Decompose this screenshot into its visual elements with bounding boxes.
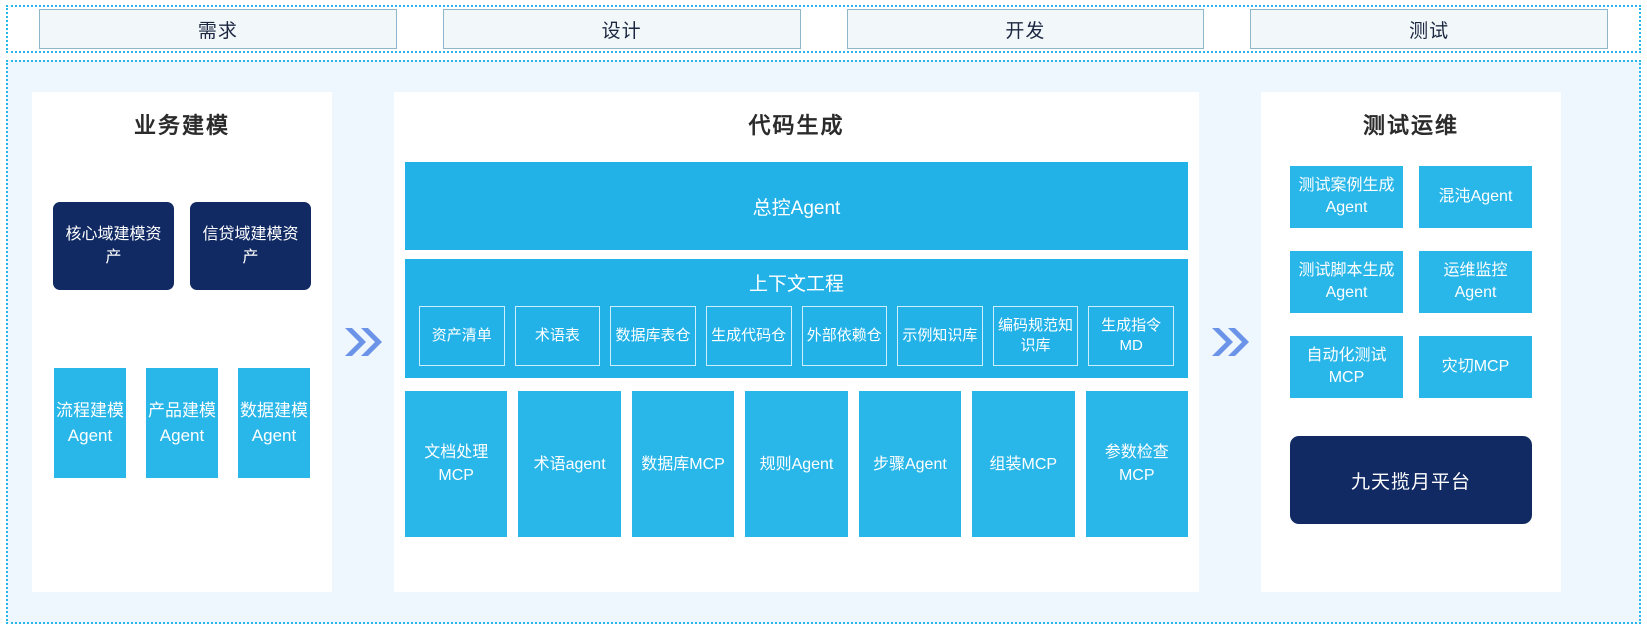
context-items: 资产清单 术语表 数据库表仓 生成代码仓 外部依赖仓 [405,306,1188,366]
context-item-label: 外部依赖仓 [806,327,882,344]
tool-document-processing-mcp[interactable]: 文档处理MCP [405,391,508,537]
ops-automated-test-mcp[interactable]: 自动化测试MCP [1290,336,1403,398]
asset-label: 核心域建模资产 [65,226,162,266]
stage-item-design[interactable]: 设计 [442,9,801,49]
context-item-label: 编码规范知识库 [998,317,1074,354]
asset-core-domain[interactable]: 核心域建模资产 [53,202,174,290]
agent-product-modeling[interactable]: 产品建模Agent [146,368,218,478]
tool-label: 参数检查MCP [1104,444,1169,484]
ops-test-script-generation-agent[interactable]: 测试脚本生成Agent [1290,251,1403,313]
tool-label: 术语agent [533,455,606,473]
agent-label: 数据建模Agent [240,401,308,445]
ops-test-case-generation-agent[interactable]: 测试案例生成Agent [1290,166,1403,228]
tool-glossary-agent[interactable]: 术语agent [518,391,621,537]
asset-label: 信贷域建模资产 [202,226,299,266]
stage-item-requirements[interactable]: 需求 [39,9,397,49]
context-item-label: 数据库表仓 [615,327,691,344]
stage-label: 设计 [601,20,642,42]
tool-label: 数据库MCP [641,455,725,473]
ops-grid: 测试案例生成Agent 混沌Agent 测试脚本生成Agent 运维监控Agen… [1290,166,1532,398]
ops-monitoring-agent[interactable]: 运维监控Agent [1419,251,1532,313]
ops-label: 测试脚本生成Agent [1298,262,1395,301]
tool-label: 组装MCP [989,455,1058,473]
ops-label: 测试案例生成Agent [1298,177,1395,216]
context-engineering-block: 上下文工程 资产清单 术语表 数据库表仓 生成代码仓 [405,259,1188,378]
context-item-generation-instruction-md[interactable]: 生成指令MD [1088,306,1174,366]
main-area: 业务建模 核心域建模资产 信贷域建模资产 流程建模Agent 产品建模Agent… [6,60,1641,624]
context-item-db-table-repo[interactable]: 数据库表仓 [610,306,696,366]
stage-label: 开发 [1005,20,1046,42]
ops-label: 运维监控Agent [1443,262,1508,301]
panel-title-business-modeling: 业务建模 [133,113,230,138]
modeling-agent-row: 流程建模Agent 产品建模Agent 数据建模Agent [54,368,310,478]
agent-data-modeling[interactable]: 数据建模Agent [238,368,310,478]
context-item-label: 生成指令MD [1101,317,1162,354]
ops-disaster-switch-mcp[interactable]: 灾切MCP [1419,336,1532,398]
context-item-label: 示例知识库 [902,327,978,344]
tool-label: 规则Agent [759,455,834,473]
chevron-double-right-icon [332,62,394,622]
stage-label: 测试 [1409,20,1450,42]
context-item-example-knowledge-base[interactable]: 示例知识库 [897,306,983,366]
tool-row: 文档处理MCP 术语agent 数据库MCP 规则Agent 步骤Agent [405,391,1188,537]
agent-label: 产品建模Agent [148,401,216,445]
context-item-asset-list[interactable]: 资产清单 [419,306,505,366]
tool-rule-agent[interactable]: 规则Agent [745,391,848,537]
context-item-glossary[interactable]: 术语表 [514,306,601,366]
chevron-double-right-icon [1199,62,1261,622]
asset-credit-domain[interactable]: 信贷域建模资产 [190,202,311,290]
panel-business-modeling: 业务建模 核心域建模资产 信贷域建模资产 流程建模Agent 产品建模Agent… [32,92,332,592]
context-item-external-dependency-repo[interactable]: 外部依赖仓 [801,306,888,366]
stage-item-development[interactable]: 开发 [846,9,1205,49]
context-item-label: 术语表 [534,327,580,344]
master-agent-box[interactable]: 总控Agent [405,162,1188,250]
tool-step-agent[interactable]: 步骤Agent [858,391,962,537]
context-item-label: 资产清单 [431,327,492,344]
tool-database-mcp[interactable]: 数据库MCP [631,391,735,537]
ops-label: 混沌Agent [1438,188,1513,205]
platform-label: 九天揽月平台 [1350,471,1471,493]
context-item-coding-standard-knowledge-base[interactable]: 编码规范知识库 [992,306,1079,366]
agent-label: 流程建模Agent [56,401,124,445]
stage-label: 需求 [197,20,238,42]
master-agent-label: 总控Agent [752,197,841,219]
context-item-generated-code-repo[interactable]: 生成代码仓 [705,306,792,366]
context-engineering-title: 上下文工程 [748,274,844,295]
agent-process-modeling[interactable]: 流程建模Agent [54,368,126,478]
stage-bar: 需求 设计 开发 测试 [6,5,1641,53]
ops-label: 自动化测试MCP [1306,347,1387,386]
ops-chaos-agent[interactable]: 混沌Agent [1419,166,1532,228]
panel-title-test-operations: 测试运维 [1362,113,1459,138]
platform-box[interactable]: 九天揽月平台 [1290,436,1532,524]
tool-assembly-mcp[interactable]: 组装MCP [972,391,1075,537]
stage-item-testing[interactable]: 测试 [1250,9,1608,49]
context-item-label: 生成代码仓 [711,327,787,344]
ops-label: 灾切MCP [1441,358,1510,375]
tool-label: 步骤Agent [872,455,947,473]
panel-title-code-generation: 代码生成 [748,113,845,138]
panel-code-generation: 代码生成 总控Agent 上下文工程 资产清单 术语表 [394,92,1199,592]
tool-parameter-check-mcp[interactable]: 参数检查MCP [1085,391,1188,537]
code-generation-body: 总控Agent 上下文工程 资产清单 术语表 数据库表仓 [405,162,1188,537]
asset-row: 核心域建模资产 信贷域建模资产 [53,202,311,290]
tool-label: 文档处理MCP [424,444,489,484]
panel-test-operations: 测试运维 测试案例生成Agent 混沌Agent 测试脚本生成Agent 运维监… [1261,92,1561,592]
